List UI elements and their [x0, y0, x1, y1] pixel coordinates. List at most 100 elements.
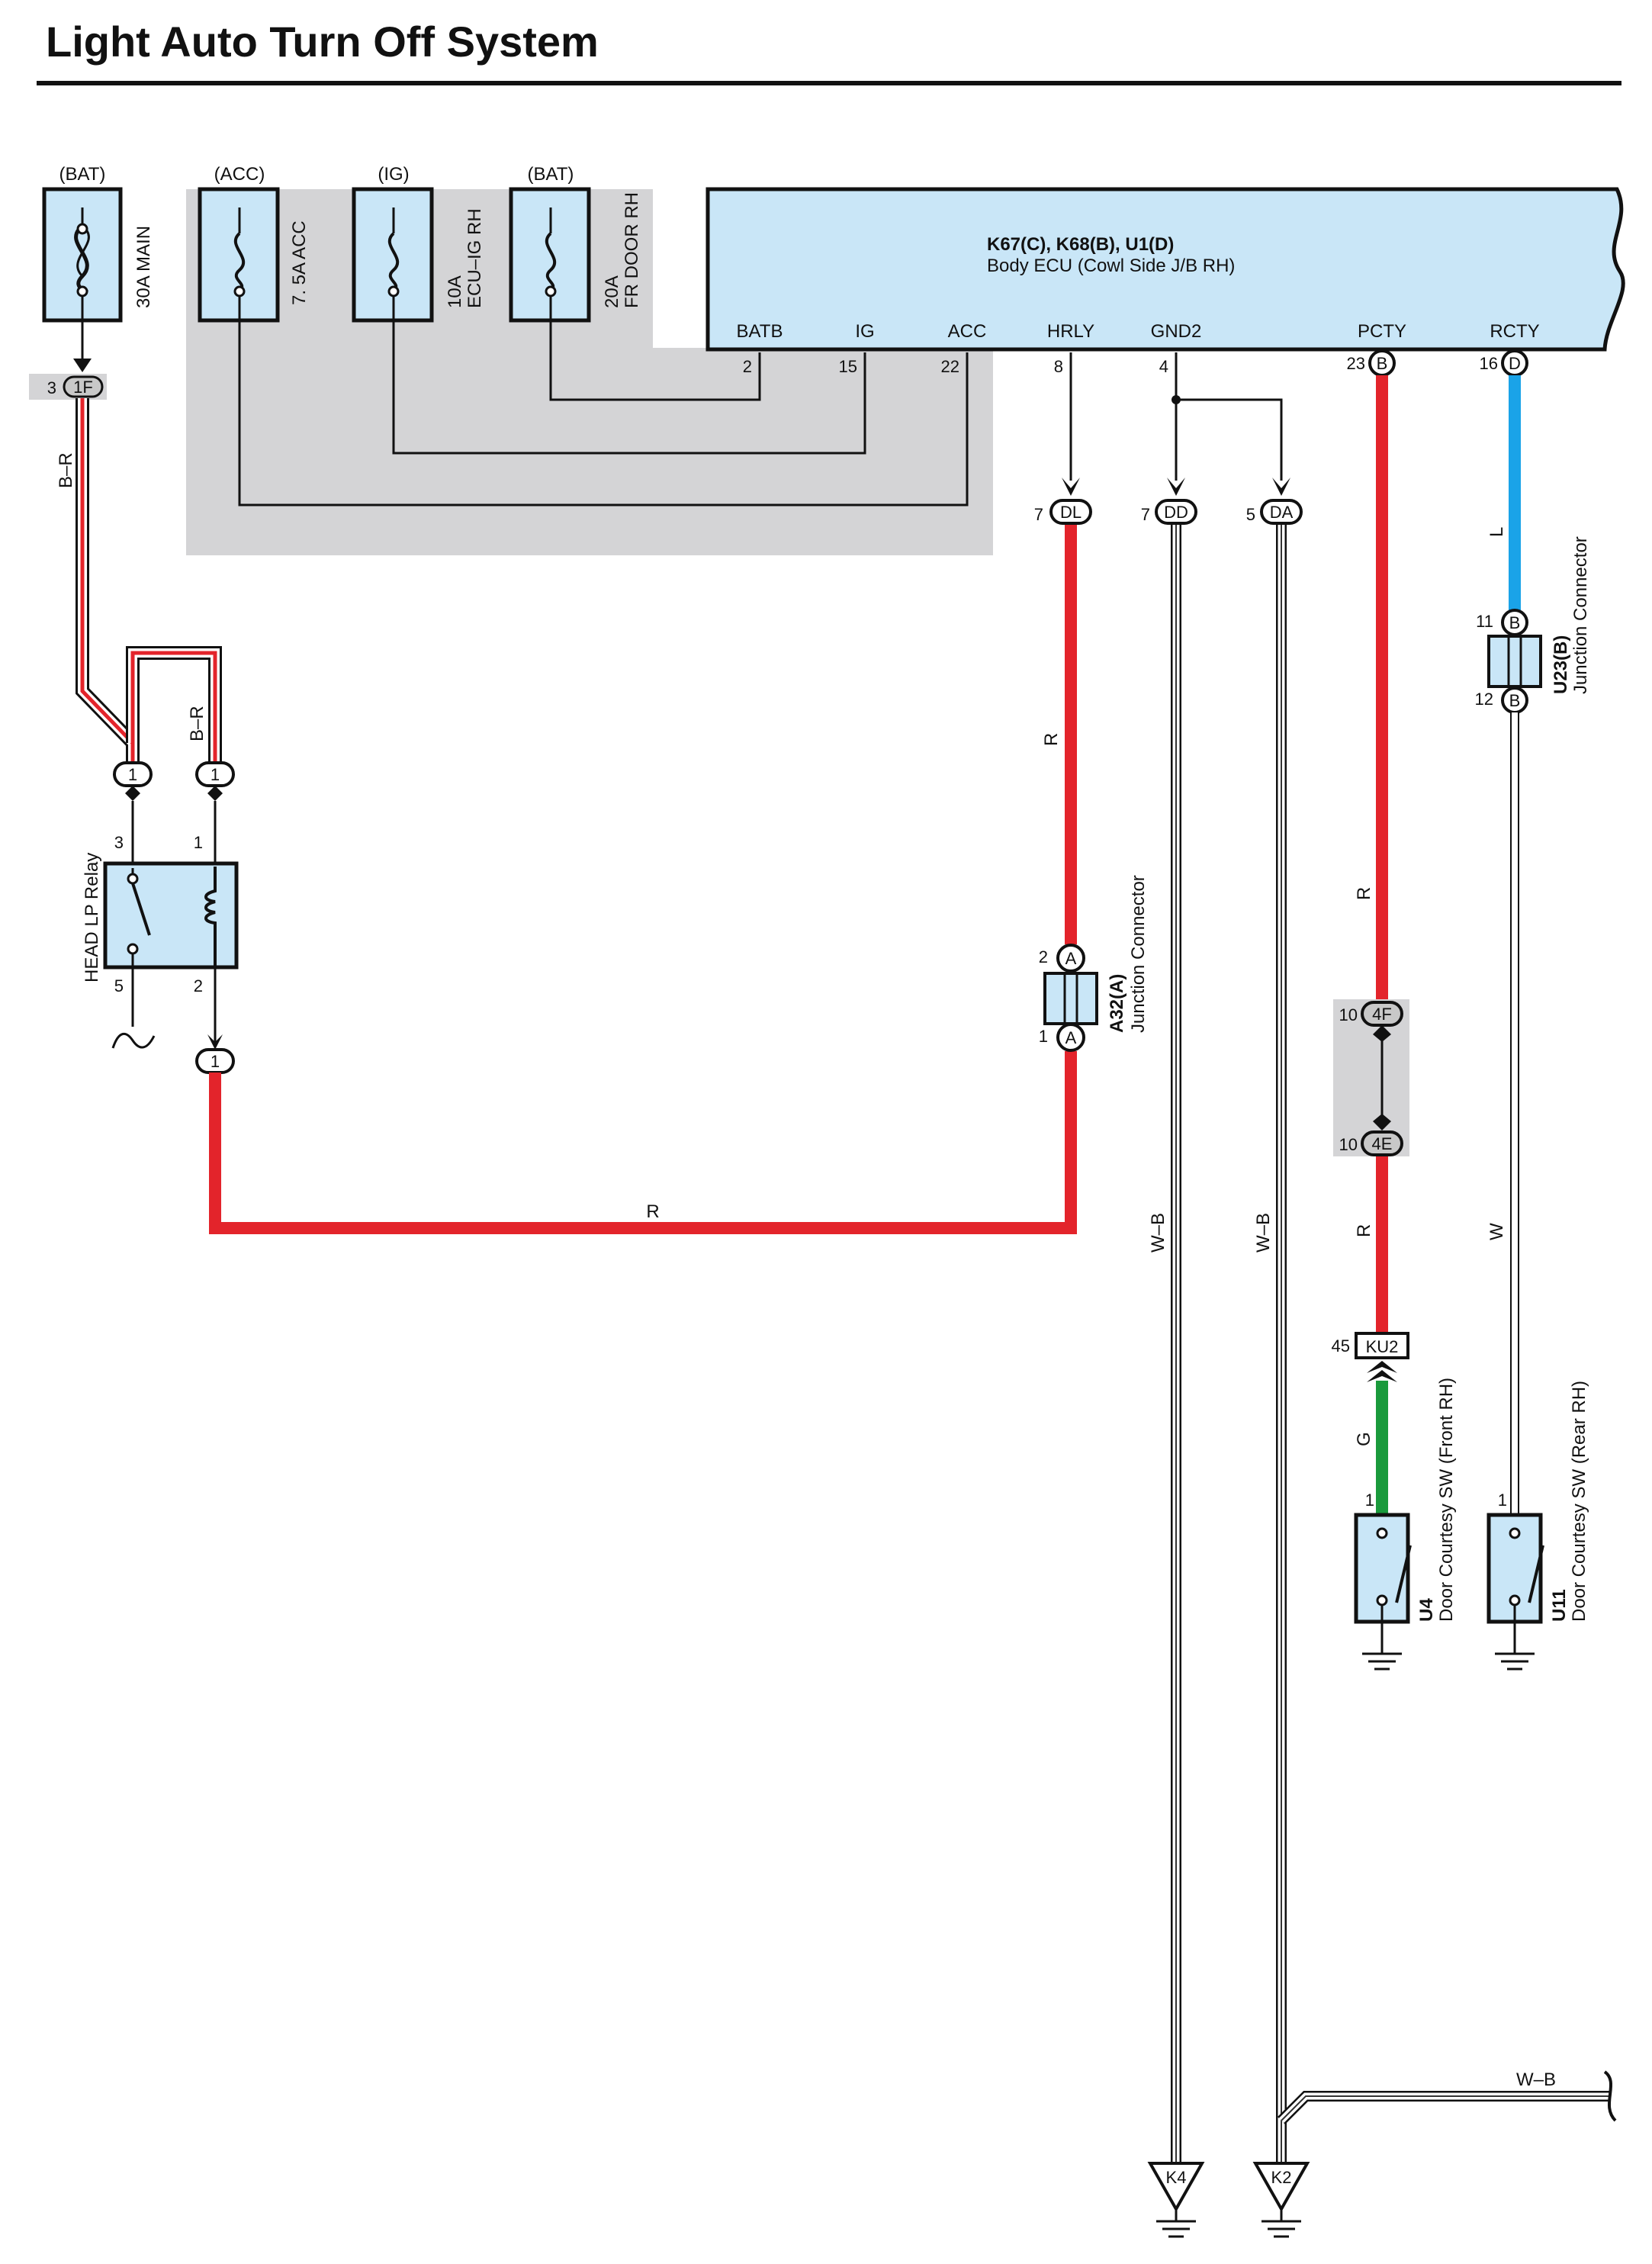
- svg-text:A: A: [1065, 1028, 1077, 1047]
- pin-number: 5: [1246, 505, 1255, 524]
- fuse-source-label: (ACC): [214, 164, 265, 185]
- ground-k2: K2: [1252, 2162, 1310, 2238]
- pin-number: 15: [839, 357, 857, 376]
- svg-text:DD: DD: [1164, 503, 1188, 522]
- fuse-source-label: (BAT): [59, 164, 106, 185]
- connector-1f: 1F: [63, 375, 104, 398]
- relay-connector-right: 1: [195, 761, 235, 787]
- pin-number: 45: [1332, 1336, 1350, 1356]
- svg-text:12: 12: [1475, 690, 1493, 709]
- wire-label-br: B–R: [56, 452, 76, 488]
- wire-label-wb: W–B: [1253, 1213, 1274, 1253]
- pin-number: 2: [743, 357, 752, 376]
- connector-4e: 4E: [1361, 1130, 1403, 1156]
- connector-dl: DL: [1049, 499, 1092, 525]
- title-rule: [37, 81, 1621, 85]
- svg-text:A32(A): A32(A): [1107, 974, 1127, 1033]
- svg-text:1: 1: [194, 833, 203, 852]
- svg-text:1: 1: [1039, 1027, 1048, 1046]
- svg-text:11: 11: [1476, 612, 1493, 631]
- connector-4f: 4F: [1361, 1001, 1403, 1027]
- svg-text:1F: 1F: [73, 378, 93, 397]
- ecu-pin-acc: ACC: [948, 321, 987, 342]
- wire-label-r: R: [646, 1201, 659, 1222]
- pin-number: 23: [1347, 354, 1365, 373]
- pin-number: 10: [1339, 1005, 1358, 1024]
- svg-text:5: 5: [114, 976, 124, 995]
- fuse-10a-ecu-ig-rh: (IG) 10A ECU–IG RH: [352, 164, 485, 323]
- relay-connector-left: 1: [113, 761, 153, 787]
- svg-text:A: A: [1065, 949, 1077, 968]
- pin-number: 8: [1054, 357, 1063, 376]
- svg-text:DA: DA: [1270, 503, 1294, 522]
- ecu-pin-batb: BATB: [737, 321, 783, 342]
- svg-text:4F: 4F: [1372, 1005, 1392, 1024]
- pin-number: 10: [1339, 1135, 1358, 1154]
- fuse-label: 30A MAIN: [133, 226, 154, 308]
- svg-text:Junction Connector: Junction Connector: [1570, 536, 1591, 694]
- svg-text:DL: DL: [1060, 503, 1082, 522]
- svg-text:B: B: [1377, 354, 1388, 373]
- svg-text:B: B: [1509, 613, 1521, 632]
- fuse-name: ECU–IG RH: [464, 208, 485, 308]
- fuse-rating: 20A: [602, 275, 622, 308]
- svg-text:1: 1: [1498, 1491, 1507, 1510]
- fuse-rating: 10A: [445, 275, 465, 308]
- svg-text:3: 3: [114, 833, 124, 852]
- fuse-30a-main: (BAT) 30A MAIN: [42, 164, 154, 323]
- svg-text:1: 1: [211, 765, 220, 784]
- pcty-pin-b: B: [1368, 349, 1396, 377]
- svg-text:KU2: KU2: [1366, 1337, 1399, 1356]
- svg-text:U23(B): U23(B): [1551, 635, 1571, 694]
- wire-b-r-main: [76, 398, 140, 763]
- pin-number: 4: [1159, 357, 1168, 376]
- wire-label-r: R: [1354, 1224, 1374, 1237]
- ecu-pin-gnd2: GND2: [1151, 321, 1202, 342]
- head-lp-relay: 3 1 5 2 HEAD LP Relay: [82, 833, 239, 995]
- wire-r-relay-a32: [209, 1051, 1077, 1234]
- wire-label-g: G: [1354, 1432, 1374, 1446]
- svg-text:B: B: [1509, 691, 1521, 710]
- connector-da: DA: [1260, 499, 1303, 525]
- ecu-pin-hrly: HRLY: [1047, 321, 1094, 342]
- page-title: Light Auto Turn Off System: [46, 18, 599, 66]
- wire-label-r: R: [1354, 887, 1374, 900]
- svg-text:Door Courtesy SW (Front RH): Door Courtesy SW (Front RH): [1436, 1378, 1457, 1622]
- pin-number: 3: [47, 378, 56, 397]
- connector-dd: DD: [1155, 499, 1197, 525]
- ecu-codes: K67(C), K68(B), U1(D): [987, 234, 1174, 255]
- svg-text:2: 2: [194, 976, 203, 995]
- ecu-name: Body ECU (Cowl Side J/B RH): [987, 256, 1235, 276]
- ground-k4: K4: [1147, 2162, 1205, 2238]
- svg-text:Junction Connector: Junction Connector: [1128, 875, 1149, 1033]
- door-courtesy-switch-rear: 1 U11 Door Courtesy SW (Rear RH): [1486, 1381, 1589, 1671]
- svg-text:U4: U4: [1416, 1598, 1437, 1622]
- fuse-source-label: (IG): [378, 164, 409, 185]
- svg-text:1: 1: [211, 1052, 220, 1071]
- wire-label-wb: W–B: [1516, 2069, 1556, 2090]
- wire-acc: [238, 320, 969, 507]
- pin-number: 7: [1141, 505, 1150, 524]
- wire-label-r: R: [1041, 733, 1062, 746]
- svg-text:D: D: [1509, 354, 1521, 373]
- pin-number: 16: [1480, 354, 1498, 373]
- fuse-7-5a-acc: (ACC) 7. 5A ACC: [198, 164, 310, 323]
- fuse-label: 7. 5A ACC: [289, 220, 310, 305]
- relay-name: HEAD LP Relay: [82, 853, 102, 982]
- relay-connector-bottom: 1: [195, 1048, 235, 1074]
- wire-fr-door-batb: [549, 320, 761, 401]
- pin-number: 22: [941, 357, 959, 376]
- svg-text:K4: K4: [1166, 2168, 1187, 2187]
- rcty-pin-d: D: [1501, 349, 1528, 377]
- ecu-pin-rcty: RCTY: [1490, 321, 1539, 342]
- ecu-pin-pcty: PCTY: [1358, 321, 1406, 342]
- wire-b-r-relay: [126, 646, 222, 763]
- svg-text:U11: U11: [1549, 1589, 1570, 1622]
- svg-text:1: 1: [1365, 1491, 1374, 1510]
- wire-ecu-ig: [392, 320, 866, 455]
- fuse-source-label: (BAT): [528, 164, 574, 185]
- svg-text:2: 2: [1039, 947, 1048, 966]
- wire-label-l: L: [1486, 527, 1507, 537]
- junction-connector-a32: 2 A 1 A A32(A) Junction Connector: [1039, 875, 1149, 1052]
